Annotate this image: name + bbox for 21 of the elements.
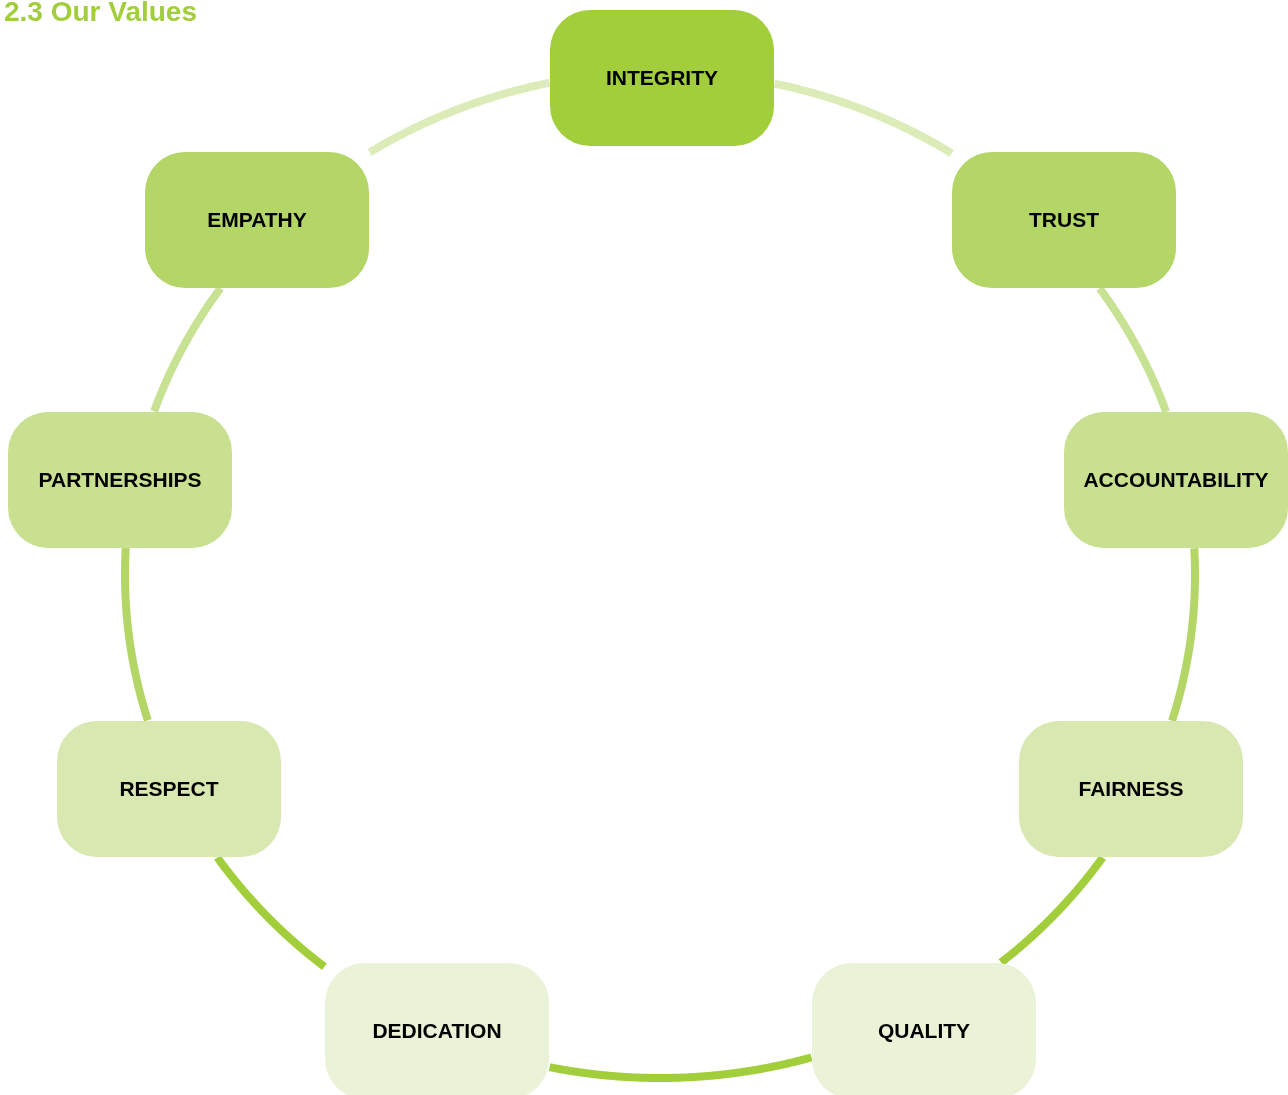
value-box <box>1064 412 1288 548</box>
section-title: 2.3 Our Values <box>4 0 197 28</box>
value-box <box>325 963 549 1095</box>
value-box <box>145 152 369 288</box>
value-box <box>1019 721 1243 857</box>
value-box <box>57 721 281 857</box>
value-label: EMPATHY <box>207 208 307 232</box>
value-label: TRUST <box>1029 208 1099 232</box>
value-label: FAIRNESS <box>1078 777 1184 801</box>
value-label: RESPECT <box>119 777 219 801</box>
value-label: ACCOUNTABILITY <box>1083 468 1269 492</box>
value-box <box>812 963 1036 1095</box>
connector-arc <box>997 854 1107 966</box>
value-label: QUALITY <box>877 1019 971 1043</box>
value-label: PARTNERSHIPS <box>38 468 202 492</box>
value-label: DEDICATION <box>372 1019 502 1043</box>
value-box <box>952 152 1176 288</box>
value-box <box>8 412 232 548</box>
value-box <box>550 10 774 146</box>
value-label: INTEGRITY <box>606 66 718 90</box>
connector-arc <box>213 854 328 971</box>
